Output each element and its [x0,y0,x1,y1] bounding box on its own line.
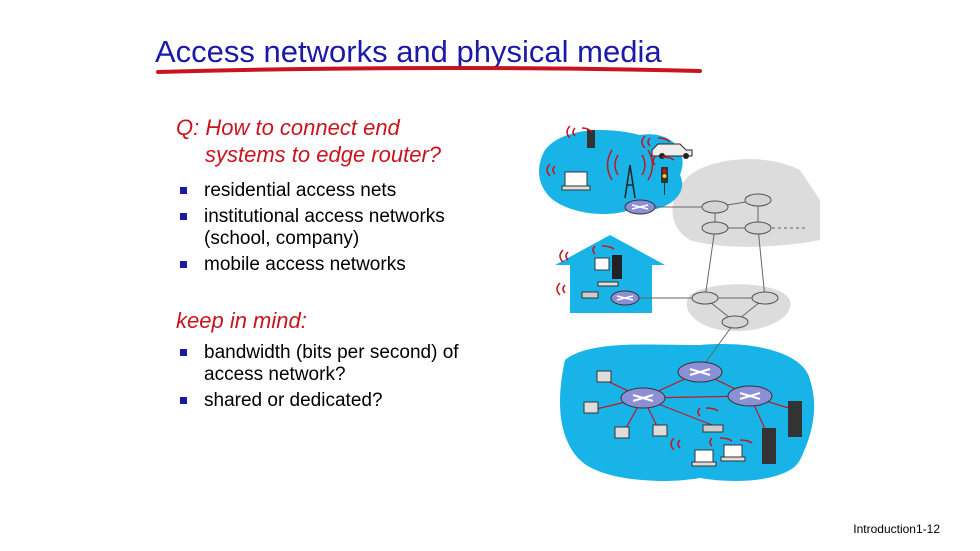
wireless-signal-icon [670,407,753,451]
desktop-icon [596,370,612,383]
home-pc-icon [594,255,622,287]
list-item: residential access nets [178,180,494,202]
server-icon [762,428,776,464]
cell-tower-icon [606,149,654,199]
question-line-2: systems to edge router? [205,142,442,167]
home-access-point-icon [581,291,599,299]
core-router-icon [691,291,719,305]
question-heading: Q: How to connect end systems to edge ro… [176,114,441,168]
keep-in-mind-heading: keep in mind: [176,308,307,333]
mobile-network-cloud [539,130,683,215]
core-router-icon [701,221,729,235]
question-line-1: Q: How to connect end [176,115,400,140]
laptop-icon [691,444,746,467]
desktop-icon [583,401,599,414]
traffic-light-icon [661,167,668,195]
slide-title: Access networks and physical media [155,34,662,69]
wireless-signal-icon [556,245,615,296]
car-icon [651,143,693,159]
core-router-icon [721,315,749,329]
list-item: institutional access networks (school, c… [178,206,494,250]
router-icon [624,199,656,215]
access-point-icon [702,424,724,433]
wireless-signal-icon [546,125,675,177]
list-item: bandwidth (bits per second) of access ne… [178,342,484,386]
slide-number: Introduction1-12 [853,522,940,536]
enterprise-network-cloud [560,344,815,481]
core-router-icon [751,291,779,305]
core-router-icon [744,193,772,207]
core-router-icon [744,221,772,235]
access-types-list: residential access nets institutional ac… [178,180,494,280]
server-icon [788,401,802,437]
desktop-icon [652,424,668,437]
home-router-icon [610,290,640,306]
phone-icon [587,130,595,148]
considerations-list: bandwidth (bits per second) of access ne… [178,342,484,416]
list-item: shared or dedicated? [178,390,484,412]
laptop-icon [561,171,591,191]
desktop-icon [614,426,630,439]
list-item: mobile access networks [178,254,494,276]
core-router-icon [701,200,729,214]
